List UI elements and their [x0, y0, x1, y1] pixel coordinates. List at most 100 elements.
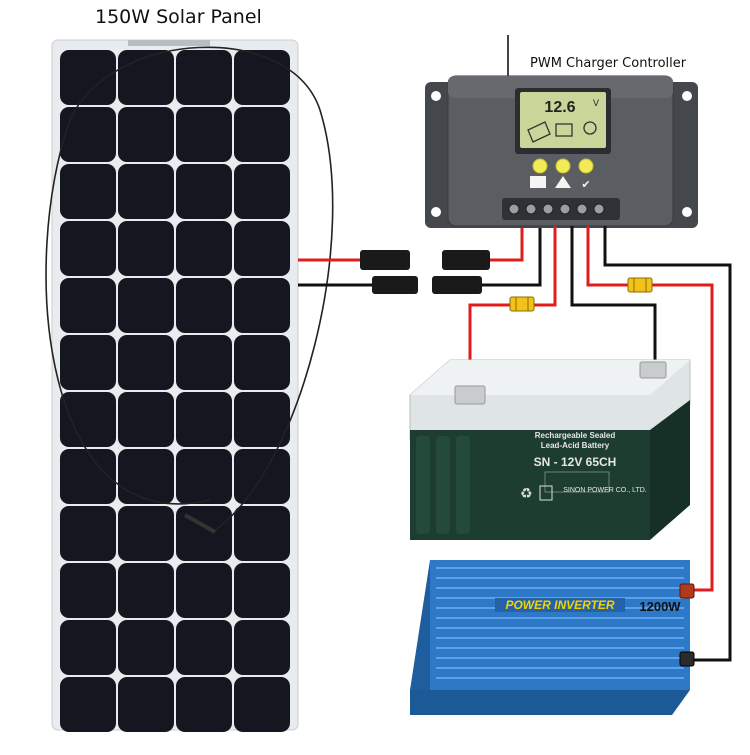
lcd-bulb-icon	[583, 121, 597, 135]
lcd-unit: V	[593, 98, 599, 108]
controller-button-1[interactable]	[532, 158, 548, 174]
battery-model: SN - 12V 65CH	[534, 455, 617, 469]
lcd-screen	[520, 92, 606, 148]
mc4-connector-positive-mate	[442, 250, 490, 270]
inverter-negative-wire	[603, 226, 732, 662]
inverter-terminal-negative	[679, 651, 695, 667]
lcd-battery-icon	[555, 123, 573, 137]
solar-cell	[60, 620, 116, 675]
lcd-panel-icon	[527, 121, 551, 143]
solar-cell	[60, 335, 116, 390]
cell-gap-dot	[170, 557, 180, 567]
solar-cell	[60, 50, 116, 105]
controller-title: PWM Charger Controller	[530, 56, 687, 71]
solar-cell	[60, 392, 116, 447]
battery-terminal-negative	[639, 361, 667, 379]
solar-cell	[118, 164, 174, 219]
mount-hole	[431, 91, 441, 101]
light-mode-icon	[530, 176, 546, 188]
inverter-fuse	[627, 277, 653, 293]
cell-gap-dot	[170, 443, 180, 453]
solar-cell	[60, 677, 116, 732]
solar-cell	[60, 164, 116, 219]
battery: Rechargeable Sealed Lead-Acid Battery SN…	[409, 359, 691, 540]
battery-wiring	[468, 226, 657, 390]
solar-cell	[118, 221, 174, 276]
solar-cell	[234, 221, 290, 276]
controller-pv-negative-wire	[482, 226, 542, 287]
solar-cell	[60, 449, 116, 504]
mount-hole	[431, 207, 441, 217]
solar-cell	[176, 449, 232, 504]
cell-gap-dot	[228, 386, 238, 396]
up-arrow-icon	[555, 176, 571, 188]
cell-gap-dot	[228, 500, 238, 510]
inverter-terminal-positive	[679, 583, 695, 599]
mc4-connector-negative-mate	[432, 276, 482, 294]
cell-gap-dot	[170, 101, 180, 111]
solar-cell	[234, 563, 290, 618]
cell-gap-dot	[170, 671, 180, 681]
cell-gap-dot	[112, 272, 122, 282]
cell-gap-dot	[112, 215, 122, 225]
controller-pv-positive-wire	[490, 226, 524, 262]
solar-cell	[60, 506, 116, 561]
battery-fuse	[509, 296, 535, 312]
solar-cell	[118, 50, 174, 105]
solar-cell	[234, 620, 290, 675]
cell-gap-dot	[170, 215, 180, 225]
solar-panel	[45, 39, 334, 732]
solar-cell	[176, 278, 232, 333]
solar-cell	[118, 107, 174, 162]
cell-gap-dot	[170, 158, 180, 168]
panel-title: 150W Solar Panel	[95, 6, 262, 28]
solar-cell	[118, 620, 174, 675]
cell-gap-dot	[112, 557, 122, 567]
battery-spec-box	[544, 471, 610, 493]
battery-negative-wire	[570, 226, 657, 370]
solar-cell	[60, 563, 116, 618]
solar-cell	[60, 221, 116, 276]
junction-box	[184, 513, 216, 534]
battery-maker: SINON POWER CO., LTD.	[563, 487, 647, 494]
solar-cell	[176, 221, 232, 276]
solar-cell	[234, 164, 290, 219]
battery-ridge	[456, 436, 470, 534]
battery-text-1: Rechargeable Sealed	[535, 431, 616, 440]
cell-gap-dot	[228, 272, 238, 282]
cell-gap-dot	[112, 443, 122, 453]
inverter-wiring	[586, 226, 732, 662]
controller-button-3[interactable]	[578, 158, 594, 174]
mc4-connector-positive	[360, 250, 410, 270]
solar-cell	[234, 392, 290, 447]
solar-cell	[176, 506, 232, 561]
battery-side	[650, 400, 690, 540]
solar-cell	[176, 392, 232, 447]
solar-cell	[234, 278, 290, 333]
terminal-screw	[576, 203, 588, 215]
solar-cell	[176, 677, 232, 732]
inverter-brand: POWER INVERTER	[505, 598, 614, 612]
setting-icon: ✔	[581, 179, 590, 191]
battery-text-2: Lead-Acid Battery	[541, 441, 610, 450]
panel-to-controller-wiring	[298, 226, 542, 294]
battery-ridge	[436, 436, 450, 534]
solar-cell	[60, 107, 116, 162]
controller-button-2[interactable]	[555, 158, 571, 174]
solar-cell	[118, 392, 174, 447]
inverter-rating: 1200W	[639, 599, 681, 614]
cell-gap-dot	[170, 329, 180, 339]
inverter-side-left	[410, 560, 430, 690]
solar-cell	[234, 677, 290, 732]
cell-gap-dots	[112, 101, 238, 681]
inverter-top	[430, 560, 690, 690]
solar-cell	[60, 278, 116, 333]
mc4-connector-negative	[372, 276, 418, 294]
panel-cable-loop	[45, 46, 334, 531]
solar-cell	[118, 506, 174, 561]
solar-cell	[234, 335, 290, 390]
cell-gap-dot	[112, 329, 122, 339]
solar-cell	[176, 164, 232, 219]
solar-cell	[118, 278, 174, 333]
